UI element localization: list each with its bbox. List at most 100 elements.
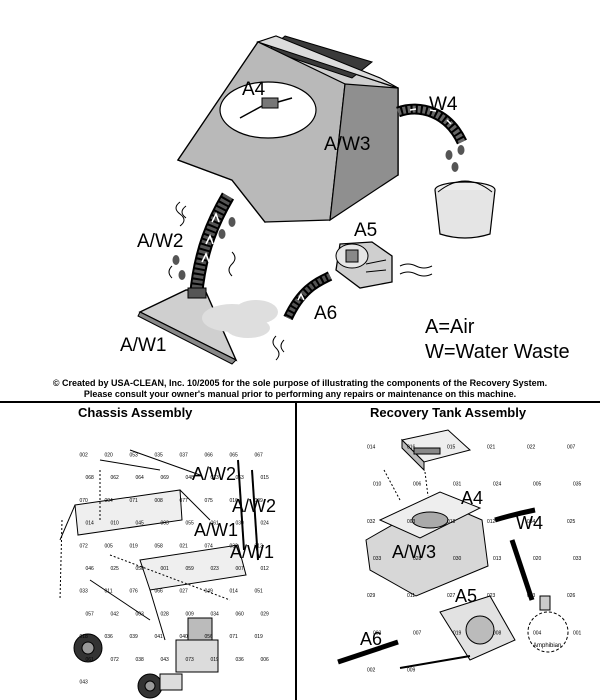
- recovery-part-number: 003: [373, 630, 382, 636]
- chassis-part-number: 064: [136, 475, 145, 481]
- vacuum-motor: [335, 241, 433, 289]
- chassis-part-number: 019: [211, 657, 220, 663]
- recovery-part-number: 025: [567, 519, 576, 525]
- recovery-tank: [176, 35, 399, 223]
- recovery-part-number: 018: [447, 519, 456, 525]
- chassis-part-number: 059: [186, 566, 195, 572]
- chassis-part-number: 013: [211, 475, 220, 481]
- chassis-part-number: 021: [180, 543, 189, 549]
- chassis-part-number: 072: [80, 543, 89, 549]
- recovery-part-number: 010: [373, 482, 382, 488]
- chassis-part-number: 005: [105, 543, 114, 549]
- chassis-part-number: 033: [80, 589, 89, 595]
- chassis-part-number: 041: [155, 634, 164, 640]
- recovery-part-number: 020: [533, 556, 542, 562]
- recovery-part-number: 014: [367, 445, 376, 451]
- chassis-part-number: 060: [236, 612, 245, 618]
- chassis-part-number: 053: [130, 452, 139, 458]
- recovery-system-illustration: [137, 35, 496, 365]
- chassis-part-number: 071: [130, 498, 139, 504]
- chassis-part-number: 050: [136, 566, 145, 572]
- chassis-part-number: 014: [86, 521, 95, 527]
- chassis-part-number: 014: [230, 589, 239, 595]
- recovery-part-number: 016: [407, 445, 416, 451]
- chassis-part-number: 024: [261, 521, 270, 527]
- chassis-part-number: 036: [236, 657, 245, 663]
- recovery-part-number: 024: [493, 482, 502, 488]
- recovery-part-number: 005: [533, 482, 542, 488]
- chassis-part-number: 068: [86, 475, 95, 481]
- chassis-part-number: 056: [205, 634, 214, 640]
- recovery-part-number: 002: [367, 667, 376, 673]
- recovery-part-number: 032: [367, 519, 376, 525]
- chassis-part-number: 049: [205, 589, 214, 595]
- recovery-part-number: 033: [573, 556, 582, 562]
- chassis-part-number: 035: [155, 452, 164, 458]
- recovery-part-number: 013: [493, 556, 502, 562]
- chassis-part-number: 037: [180, 452, 189, 458]
- label-w4: W4: [429, 94, 458, 115]
- chassis-part-number: 006: [261, 657, 270, 663]
- recovery-part-number: 021: [487, 445, 496, 451]
- chassis-part-number: 072: [111, 657, 120, 663]
- chassis-part-number: 048: [186, 475, 195, 481]
- chassis-part-number: 029: [261, 612, 270, 618]
- label-aw2: A/W2: [137, 231, 184, 252]
- chassis-part-number: 058: [155, 543, 164, 549]
- legend-air: A=Air: [425, 316, 475, 338]
- recovery-label-a4: A4: [461, 488, 484, 508]
- label-a6: A6: [314, 303, 338, 324]
- chassis-part-number: 007: [236, 566, 245, 572]
- chassis-label-aw1-a: A/W1: [194, 520, 239, 540]
- recovery-label-w4: W4: [516, 513, 543, 533]
- chassis-part-number: 023: [211, 566, 220, 572]
- exhaust-hose: [283, 271, 333, 321]
- label-aw1: A/W1: [120, 335, 167, 356]
- chassis-part-number: 061: [211, 521, 220, 527]
- chassis-part-number: 013: [255, 543, 264, 549]
- chassis-part-number: 001: [161, 566, 170, 572]
- chassis-part-number: 051: [255, 589, 264, 595]
- tank-parts: [337, 429, 569, 669]
- label-a4: A4: [242, 79, 266, 100]
- recovery-part-number: 007: [567, 445, 576, 451]
- vertical-divider: [295, 402, 297, 700]
- chassis-part-number: 074: [205, 543, 214, 549]
- chassis-part-number: 003: [161, 521, 170, 527]
- chassis-part-number: 028: [161, 612, 170, 618]
- chassis-part-number: 016: [230, 498, 239, 504]
- recovery-part-number: 015: [447, 445, 456, 451]
- chassis-part-number: 075: [205, 498, 214, 504]
- recovery-part-number: 003: [407, 519, 416, 525]
- recovery-label-a6: A6: [360, 629, 383, 649]
- recovery-part-number: 023: [487, 593, 496, 599]
- horizontal-divider: [0, 401, 600, 403]
- recovery-part-number: 033: [373, 556, 382, 562]
- recovery-part-number: 019: [453, 630, 462, 636]
- chassis-part-number: 012: [261, 566, 270, 572]
- recovery-part-number: 026: [567, 593, 576, 599]
- chassis-part-number: 018: [80, 634, 89, 640]
- recovery-part-number: 034: [527, 519, 536, 525]
- chassis-part-number: 019: [130, 543, 139, 549]
- inset-caption: Amphibian: [533, 643, 562, 649]
- chassis-title: Chassis Assembly: [78, 405, 193, 420]
- chassis-part-number: 066: [155, 589, 164, 595]
- chassis-part-number: 027: [180, 589, 189, 595]
- chassis-part-number: 011: [105, 589, 113, 595]
- mist-cloud: [202, 300, 285, 361]
- chassis-part-number: 034: [211, 612, 220, 618]
- recovery-part-number: 012: [487, 519, 496, 525]
- floor-tool: [137, 287, 238, 365]
- recovery-part-number: 027: [447, 593, 456, 599]
- chassis-part-number: 045: [136, 521, 145, 527]
- chassis-part-number: 076: [130, 589, 139, 595]
- chassis-part-number: 066: [205, 452, 214, 458]
- drain-hose: [396, 103, 467, 172]
- chassis-part-number: 009: [186, 612, 195, 618]
- recovery-part-number: 008: [493, 630, 502, 636]
